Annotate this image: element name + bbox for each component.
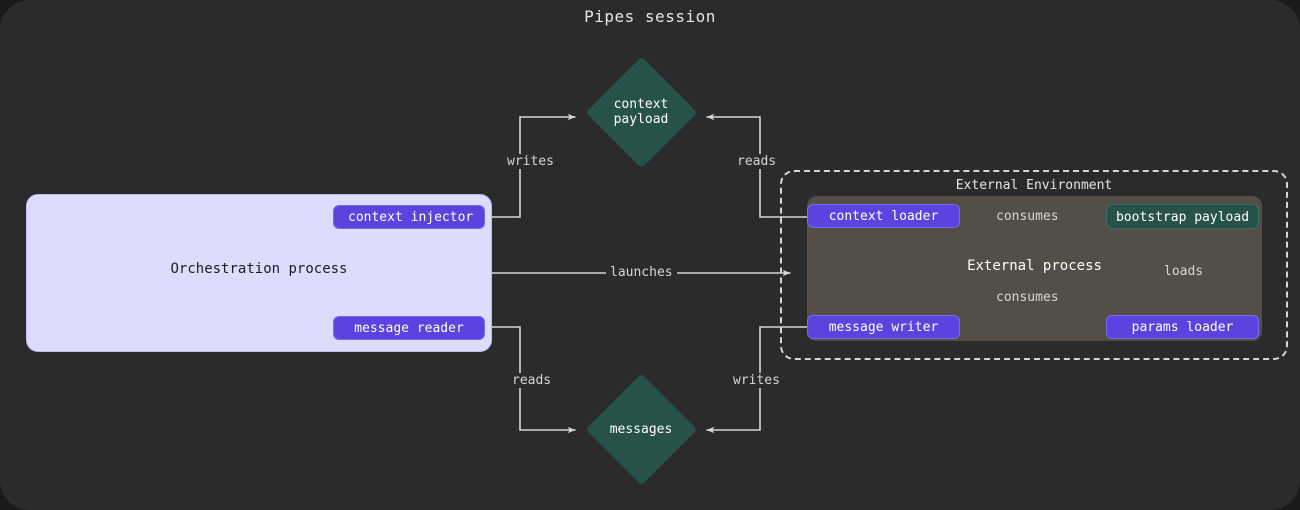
edge-label-writes-messages: writes xyxy=(729,373,784,388)
edge-label-reads-context: reads xyxy=(733,154,781,169)
node-context-injector[interactable]: context injector xyxy=(333,205,485,229)
edge-label-consumes-message: consumes xyxy=(992,290,1063,305)
node-params-loader[interactable]: params loader xyxy=(1106,315,1259,339)
node-context-loader[interactable]: context loader xyxy=(807,204,960,228)
edge-label-writes-context: writes xyxy=(503,154,558,169)
orchestration-process-panel: Orchestration process context injector m… xyxy=(26,194,492,352)
node-message-writer[interactable]: message writer xyxy=(807,315,960,339)
node-bootstrap-payload[interactable]: bootstrap payload xyxy=(1106,204,1259,229)
asset-messages[interactable]: messages xyxy=(585,373,697,485)
asset-context-payload-label: context payload xyxy=(613,97,669,127)
external-process-label: External process xyxy=(967,258,1102,274)
node-message-reader[interactable]: message reader xyxy=(333,316,485,340)
page-title: Pipes session xyxy=(584,7,716,26)
edge-label-consumes-context: consumes xyxy=(992,209,1063,224)
external-environment-label: External Environment xyxy=(955,178,1113,193)
edge-label-reads-messages: reads xyxy=(508,373,556,388)
orchestration-process-label: Orchestration process xyxy=(170,261,348,277)
edge-label-launches: launches xyxy=(606,265,677,280)
edge-label-loads: loads xyxy=(1160,264,1208,279)
external-environment-boundary: External Environment xyxy=(780,170,1288,360)
asset-messages-label: messages xyxy=(609,421,673,437)
asset-context-payload[interactable]: context payload xyxy=(585,56,697,168)
